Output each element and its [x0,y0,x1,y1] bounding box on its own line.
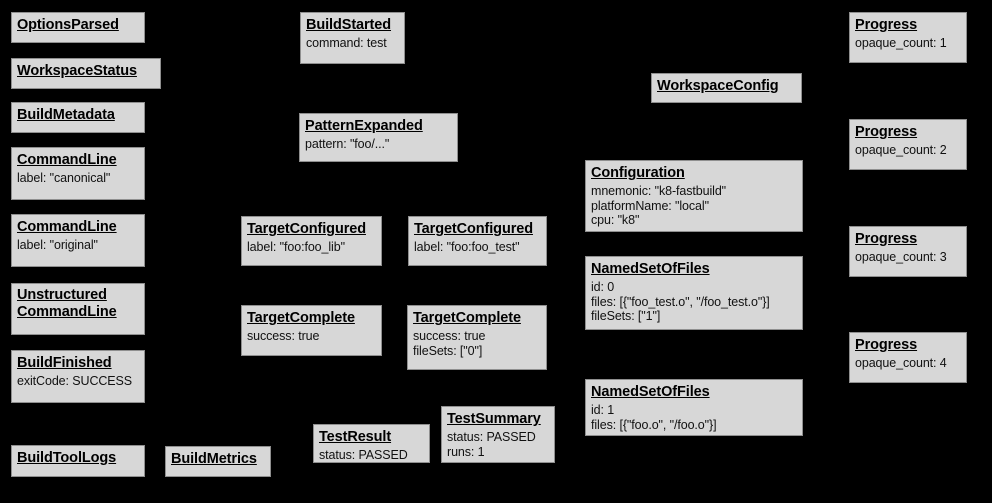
event-node-field: opaque_count: 2 [855,142,947,157]
event-node-title: Unstructured CommandLine [17,287,117,321]
event-node-field: success: true [247,328,320,343]
event-node-field: opaque_count: 3 [855,249,947,264]
event-node-field: platformName: "local" [591,198,709,213]
event-node-title: Configuration [591,165,685,181]
event-node-title: WorkspaceStatus [17,63,137,79]
event-node-field: cpu: "k8" [591,213,640,228]
event-node-fields: status: PASSED [319,448,424,463]
event-node-field: status: PASSED [447,429,536,444]
event-node-field: command: test [306,35,387,50]
event-node-progress-2[interactable]: Progress opaque_count: 2 [849,119,967,170]
event-node-fields: exitCode: SUCCESS [17,374,139,389]
event-node-fields: opaque_count: 3 [855,250,961,265]
event-node-configuration[interactable]: Configuration mnemonic: "k8-fastbuild"pla… [585,160,803,232]
event-node-field: label: "foo:foo_test" [414,239,520,254]
event-node-title: NamedSetOfFiles [591,261,710,277]
event-node-build-metrics[interactable]: BuildMetrics [165,446,271,477]
event-node-unstructured-command-line[interactable]: Unstructured CommandLine [11,283,145,335]
event-node-command-line-original[interactable]: CommandLine label: "original" [11,214,145,267]
event-node-workspace-status[interactable]: WorkspaceStatus [11,58,161,89]
event-node-field: label: "original" [17,237,98,252]
event-node-title: Progress [855,337,918,353]
event-node-fields: opaque_count: 1 [855,36,961,51]
event-node-title: CommandLine [17,152,117,168]
event-node-target-complete-lib[interactable]: TargetComplete success: true [241,305,382,356]
event-node-fields: opaque_count: 4 [855,356,961,371]
event-node-field: status: PASSED [319,447,408,462]
event-node-pattern-expanded[interactable]: PatternExpanded pattern: "foo/..." [299,113,458,162]
event-node-title: TestResult [319,429,392,445]
event-node-title: Progress [855,231,918,247]
event-node-progress-1[interactable]: Progress opaque_count: 1 [849,12,967,63]
event-node-fields: success: true [247,329,376,344]
event-node-fields: label: "foo:foo_test" [414,240,541,255]
event-node-field: mnemonic: "k8-fastbuild" [591,183,727,198]
event-node-options-parsed[interactable]: OptionsParsed [11,12,145,43]
event-node-title: BuildMetrics [171,451,257,467]
event-node-fields: mnemonic: "k8-fastbuild"platformName: "l… [591,184,797,228]
event-node-field: opaque_count: 4 [855,355,947,370]
event-node-fields: opaque_count: 2 [855,143,961,158]
event-node-fields: label: "original" [17,238,139,253]
event-node-progress-3[interactable]: Progress opaque_count: 3 [849,226,967,277]
event-node-build-finished[interactable]: BuildFinished exitCode: SUCCESS [11,350,145,403]
event-node-title: TargetComplete [413,310,521,326]
event-node-title: NamedSetOfFiles [591,384,710,400]
event-node-field: label: "canonical" [17,170,111,185]
event-node-title: BuildToolLogs [17,450,117,466]
event-node-title: Progress [855,124,918,140]
event-node-field: id: 1 [591,402,615,417]
event-node-field: success: true [413,328,486,343]
event-node-title: PatternExpanded [305,118,423,134]
event-node-title: BuildMetadata [17,107,115,123]
event-node-workspace-config[interactable]: WorkspaceConfig [651,73,802,103]
event-node-title: BuildFinished [17,355,112,371]
event-node-title: TargetComplete [247,310,355,326]
event-node-progress-4[interactable]: Progress opaque_count: 4 [849,332,967,383]
event-node-fields: command: test [306,36,399,51]
event-node-title: TestSummary [447,411,541,427]
event-node-title: TargetConfigured [414,221,533,237]
event-node-test-result[interactable]: TestResult status: PASSED [313,424,430,463]
event-node-build-metadata[interactable]: BuildMetadata [11,102,145,133]
event-node-fields: pattern: "foo/..." [305,137,452,152]
event-node-target-configured-foo-lib[interactable]: TargetConfigured label: "foo:foo_lib" [241,216,382,266]
event-node-field: pattern: "foo/..." [305,136,390,151]
event-node-build-tool-logs[interactable]: BuildToolLogs [11,445,145,477]
event-node-command-line-canonical[interactable]: CommandLine label: "canonical" [11,147,145,200]
event-node-title: WorkspaceConfig [657,78,779,94]
event-node-fields: label: "foo:foo_lib" [247,240,376,255]
event-node-title: Progress [855,17,918,33]
event-node-field: fileSets: ["1"] [591,309,661,324]
event-node-title: CommandLine [17,219,117,235]
event-node-fields: label: "canonical" [17,171,139,186]
event-node-field: files: [{"foo.o", "/foo.o"}] [591,417,717,432]
event-node-field: opaque_count: 1 [855,35,947,50]
event-node-build-started[interactable]: BuildStarted command: test [300,12,405,64]
event-node-field: fileSets: ["0"] [413,343,483,358]
event-node-field: exitCode: SUCCESS [17,373,133,388]
event-node-field: files: [{"foo_test.o", "/foo_test.o"}] [591,294,770,309]
event-node-target-configured-foo-test[interactable]: TargetConfigured label: "foo:foo_test" [408,216,547,266]
event-node-field: id: 0 [591,279,615,294]
event-node-field: runs: 1 [447,444,485,459]
event-node-title: OptionsParsed [17,17,119,33]
event-node-title: BuildStarted [306,17,392,33]
event-node-field: label: "foo:foo_lib" [247,239,345,254]
event-node-title: TargetConfigured [247,221,366,237]
